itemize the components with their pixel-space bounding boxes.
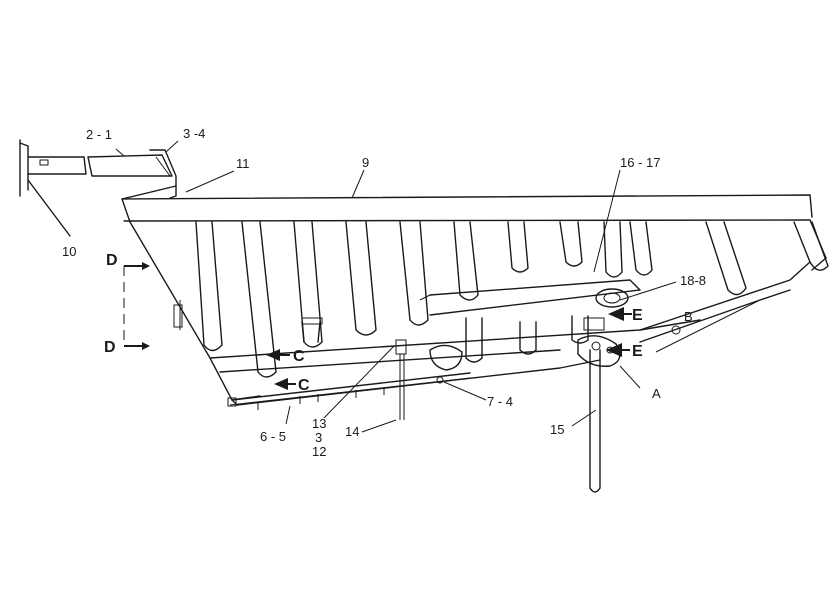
label-9: 9 <box>362 155 369 170</box>
label-2-1: 2 - 1 <box>86 127 112 142</box>
marker-d-bottom: D <box>104 339 116 356</box>
support-prop-15 <box>589 349 601 493</box>
label-7-4: 7 - 4 <box>487 394 513 409</box>
headboard-guard <box>19 139 177 237</box>
marker-d-top: D <box>106 252 118 269</box>
label-12: 12 <box>312 444 326 459</box>
marker-e-upper: E <box>632 307 643 324</box>
marker-c-upper: C <box>293 348 305 365</box>
label-13: 13 <box>312 416 326 431</box>
section-c-markers <box>266 349 296 390</box>
view-marker-labels: D D C C E E <box>104 252 643 394</box>
sidewall-stiffeners <box>195 221 829 378</box>
label-3-4: 3 -4 <box>183 126 205 141</box>
label-3: 3 <box>315 430 322 445</box>
rear-hinge-assembly <box>429 288 681 371</box>
dump-body-outline <box>121 185 827 406</box>
label-18-8: 18-8 <box>680 273 706 288</box>
label-a: A <box>652 386 661 401</box>
label-15: 15 <box>550 422 564 437</box>
label-14: 14 <box>345 424 359 439</box>
bottom-rail <box>227 372 471 410</box>
label-16-17: 16 - 17 <box>620 155 660 170</box>
label-11: 11 <box>236 156 250 171</box>
marker-c-lower: C <box>298 377 310 394</box>
section-d-markers <box>123 262 150 350</box>
label-b: B <box>684 309 693 324</box>
callout-labels: 2 - 1 3 -4 11 9 16 - 17 10 18-8 B A 7 - … <box>62 126 706 459</box>
fitting-13-14 <box>395 339 407 420</box>
marker-e-lower: E <box>632 343 643 360</box>
leader-lines <box>115 140 761 433</box>
section-e-markers <box>606 307 632 357</box>
label-10: 10 <box>62 244 76 259</box>
label-6-5: 6 - 5 <box>260 429 286 444</box>
